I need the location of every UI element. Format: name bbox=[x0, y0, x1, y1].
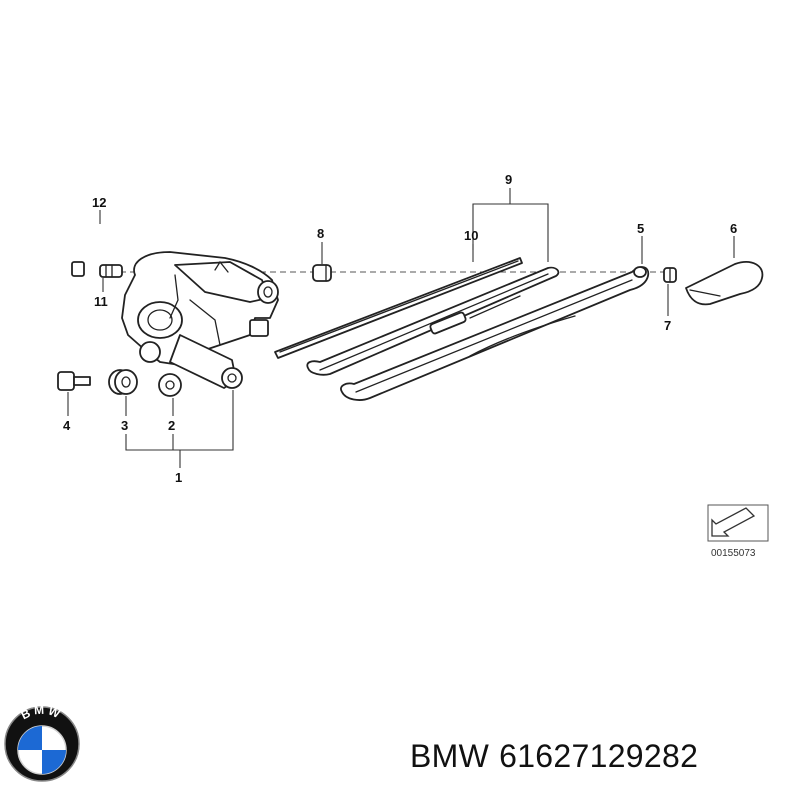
nozzle-part-11 bbox=[99, 264, 123, 278]
bolt-part-4 bbox=[57, 371, 91, 391]
part-number: 61627129282 bbox=[499, 738, 699, 774]
wiper-blade-part-9 bbox=[306, 266, 560, 376]
brand-name: BMW bbox=[410, 738, 490, 774]
callout-1: 1 bbox=[175, 470, 182, 485]
callout-5: 5 bbox=[637, 221, 644, 236]
callout-10: 10 bbox=[464, 228, 478, 243]
grommet-part-3 bbox=[108, 369, 138, 395]
callout-2: 2 bbox=[168, 418, 175, 433]
leader-lines bbox=[67, 188, 735, 468]
wiper-rubber-part-10 bbox=[274, 257, 523, 359]
callout-3: 3 bbox=[121, 418, 128, 433]
bmw-logo: BMW bbox=[4, 703, 80, 782]
hose-part-12 bbox=[39, 203, 219, 277]
callout-6: 6 bbox=[730, 221, 737, 236]
svg-text:BMW: BMW bbox=[19, 703, 65, 723]
callout-12: 12 bbox=[92, 195, 106, 210]
cap-nut-part-8 bbox=[312, 264, 332, 282]
callout-9: 9 bbox=[505, 172, 512, 187]
callout-11: 11 bbox=[94, 294, 108, 309]
callout-7: 7 bbox=[664, 318, 671, 333]
wiper-arm-part-5 bbox=[340, 266, 650, 401]
reference-box: 00155073 bbox=[707, 504, 769, 559]
callout-8: 8 bbox=[317, 226, 324, 241]
reference-code: 00155073 bbox=[711, 548, 756, 559]
wiper-motor-assembly bbox=[121, 251, 279, 389]
nut-part-7 bbox=[663, 267, 677, 283]
bushing-part-2 bbox=[158, 373, 182, 397]
cover-cap-part-6 bbox=[685, 261, 764, 306]
arrow-icon bbox=[711, 507, 756, 537]
callout-4: 4 bbox=[63, 418, 71, 433]
logo-text: BMW bbox=[19, 703, 62, 723]
